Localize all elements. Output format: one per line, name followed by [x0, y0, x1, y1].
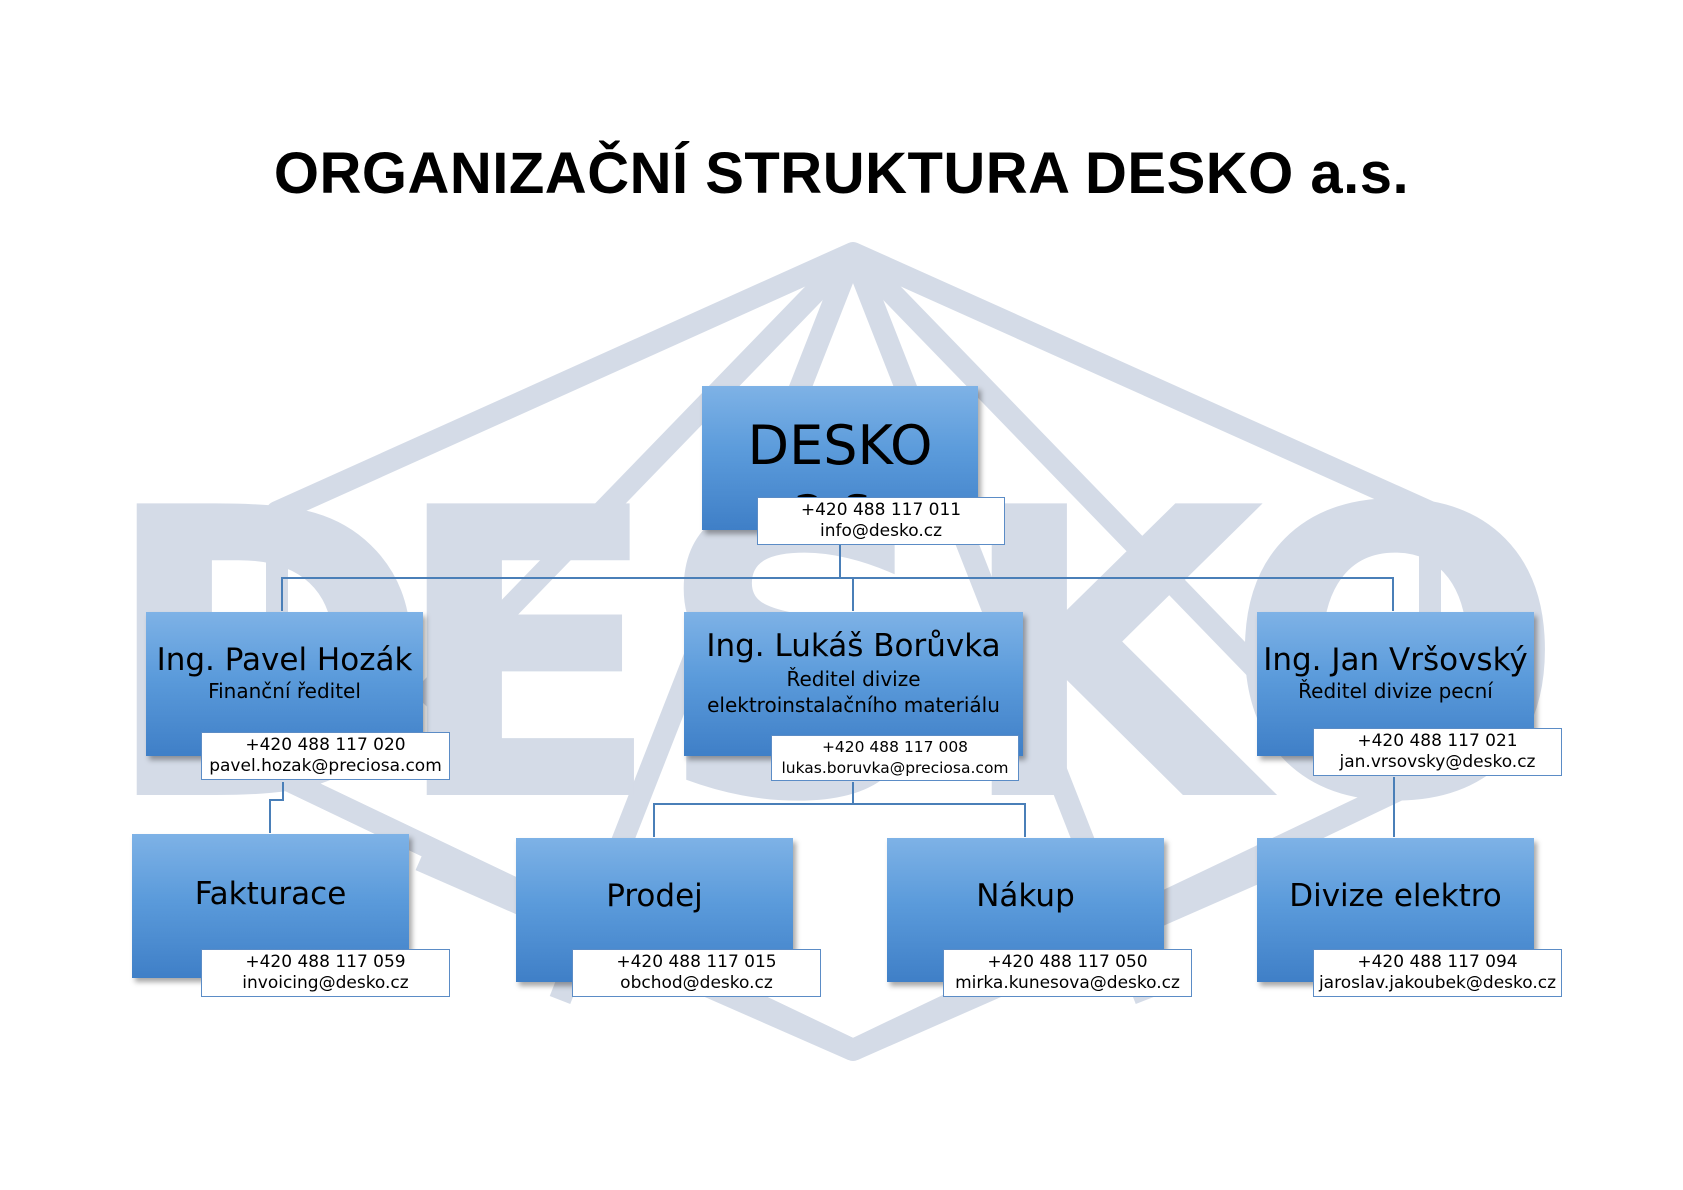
contact-phone: +420 488 117 020	[245, 735, 406, 755]
contact-email: lukas.boruvka@preciosa.com	[781, 759, 1009, 777]
connector-line	[269, 782, 284, 833]
node-name: Nákup	[976, 878, 1075, 914]
connector-line	[281, 577, 1394, 611]
node-name: Prodej	[606, 878, 703, 914]
contact-phone: +420 488 117 008	[821, 738, 969, 756]
node-name: Ing. Jan Vršovský	[1263, 642, 1528, 678]
node-name: Ing. Pavel Hozák	[156, 642, 413, 678]
contact-card-electro-director: +420 488 117 008 lukas.boruvka@preciosa.…	[771, 735, 1019, 781]
org-node-electro-director: Ing. Lukáš Borůvka Ředitel divize elektr…	[684, 612, 1023, 756]
contact-email: jaroslav.jakoubek@desko.cz	[1318, 973, 1557, 993]
contact-email: jan.vrsovsky@desko.cz	[1339, 752, 1536, 772]
node-name: Ing. Lukáš Borůvka	[706, 628, 1001, 664]
watermark-letter: E	[390, 425, 663, 890]
contact-card-purchasing: +420 488 117 050 mirka.kunesova@desko.cz	[943, 949, 1192, 997]
contact-phone: +420 488 117 015	[616, 952, 777, 972]
contact-phone: +420 488 117 094	[1357, 952, 1518, 972]
contact-card-electro-division: +420 488 117 094 jaroslav.jakoubek@desko…	[1313, 949, 1562, 997]
contact-phone: +420 488 117 021	[1357, 731, 1518, 751]
contact-email: mirka.kunesova@desko.cz	[955, 973, 1180, 993]
contact-email: obchod@desko.cz	[620, 973, 773, 993]
contact-card-sales: +420 488 117 015 obchod@desko.cz	[572, 949, 821, 997]
contact-email: invoicing@desko.cz	[242, 973, 409, 993]
page-title: ORGANIZAČNÍ STRUKTURA DESKO a.s.	[273, 141, 1410, 206]
node-role: Finanční ředitel	[208, 679, 361, 703]
node-role: Ředitel divize pecní	[1298, 679, 1493, 703]
watermark-facet-line	[412, 245, 861, 708]
node-name: Fakturace	[194, 876, 347, 912]
contact-email: pavel.hozak@preciosa.com	[209, 756, 442, 776]
contact-phone: +420 488 117 011	[800, 500, 962, 520]
contact-card-furnace-director: +420 488 117 021 jan.vrsovsky@desko.cz	[1313, 728, 1562, 776]
connector-line	[853, 803, 1026, 837]
contact-card-root: +420 488 117 011 info@desko.cz	[757, 497, 1005, 545]
contact-card-financial-director: +420 488 117 020 pavel.hozak@preciosa.co…	[201, 732, 450, 780]
contact-phone: +420 488 117 059	[245, 952, 406, 972]
watermark-facet-line	[845, 245, 1294, 708]
node-role: Ředitel divize elektroinstalačního mater…	[707, 667, 1000, 717]
contact-phone: +420 488 117 050	[987, 952, 1148, 972]
contact-card-invoicing: +420 488 117 059 invoicing@desko.cz	[201, 949, 450, 997]
contact-email: info@desko.cz	[819, 521, 942, 541]
node-name: Divize elektro	[1289, 878, 1502, 914]
connector-line	[653, 782, 854, 837]
